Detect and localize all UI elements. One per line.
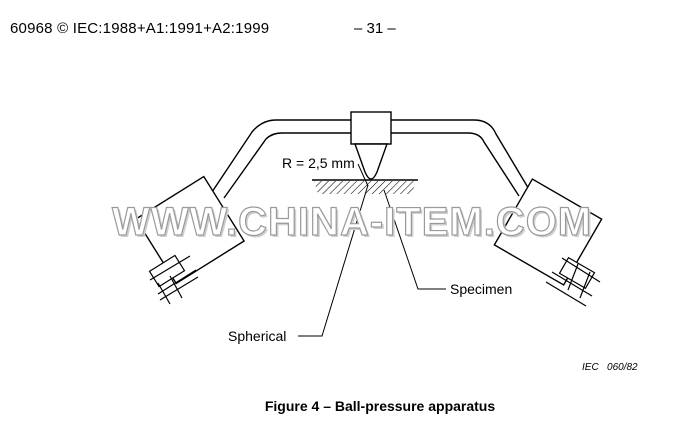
left-nut [148,254,199,305]
spherical-label: Spherical [228,328,286,344]
right-nut [545,256,601,307]
watermark: WWW.CHINA-ITEM.COM [111,199,593,244]
figure-caption: Figure 4 – Ball-pressure apparatus [264,398,496,414]
specimen-leader [383,189,446,290]
figure-ref-code: IEC 060/82 [582,362,638,373]
standard-reference: 60968 © IEC:1988+A1:1991+A2:1999 [10,20,270,37]
tube-inner-right [390,132,520,197]
radius-leader [357,163,369,187]
tube-outer-right [390,119,534,197]
indenter [354,143,388,180]
right-support-block [493,178,603,286]
tube-inner-left [223,132,352,199]
tube-frame [207,119,534,199]
specimen-label: Specimen [450,281,512,297]
radius-label: R = 2,5 mm [282,155,355,171]
specimen-hatch [314,181,416,194]
weight-block [350,111,392,145]
tube-outer-left [207,119,352,199]
page-number: – 31 – [354,20,396,37]
spherical-leader [298,184,369,337]
left-support-block [134,175,246,285]
